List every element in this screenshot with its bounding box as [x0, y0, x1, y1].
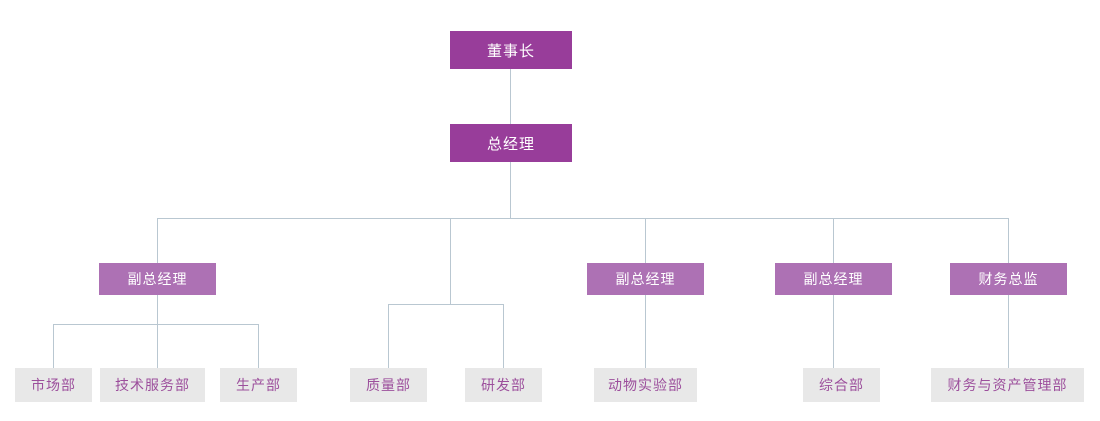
node-dept-general-affairs[interactable]: 综合部	[803, 368, 880, 402]
node-dept-tech-service[interactable]: 技术服务部	[100, 368, 205, 402]
connector-deputy1-bus	[53, 324, 259, 325]
node-general-manager[interactable]: 总经理	[450, 124, 572, 162]
node-dept-finance-asset[interactable]: 财务与资产管理部	[931, 368, 1084, 402]
connector-drop-quality	[388, 304, 389, 368]
connector-drop-market	[53, 324, 54, 368]
node-dept-quality[interactable]: 质量部	[350, 368, 427, 402]
node-chairman[interactable]: 董事长	[450, 31, 572, 69]
connector-drop-rd	[503, 304, 504, 368]
connector-drop-finance-asset	[1008, 295, 1009, 368]
connector-bus-drop-quality-rd	[450, 218, 451, 304]
connector-quality-rd-bus	[388, 304, 504, 305]
node-deputy-gm-1[interactable]: 副总经理	[99, 263, 216, 295]
node-dept-market[interactable]: 市场部	[15, 368, 92, 402]
node-finance-director[interactable]: 财务总监	[950, 263, 1067, 295]
connector-deputy1-stem	[157, 295, 158, 325]
connector-bus-drop-deputy3	[833, 218, 834, 263]
connector-bus-drop-deputy1	[157, 218, 158, 263]
node-deputy-gm-3[interactable]: 副总经理	[775, 263, 892, 295]
connector-drop-production	[258, 324, 259, 368]
connector-drop-general-affairs	[833, 295, 834, 368]
node-dept-animal-lab[interactable]: 动物实验部	[594, 368, 697, 402]
connector-drop-tech-service	[157, 324, 158, 368]
connector-drop-animal-lab	[645, 295, 646, 368]
connector-bus-drop-deputy2	[645, 218, 646, 263]
node-deputy-gm-2[interactable]: 副总经理	[587, 263, 704, 295]
connector-bus-drop-finance	[1008, 218, 1009, 263]
connector-chairman-to-gm	[510, 69, 511, 124]
node-dept-rd[interactable]: 研发部	[465, 368, 542, 402]
connector-main-bus	[157, 218, 1009, 219]
node-dept-production[interactable]: 生产部	[220, 368, 297, 402]
connector-gm-to-bus	[510, 162, 511, 219]
